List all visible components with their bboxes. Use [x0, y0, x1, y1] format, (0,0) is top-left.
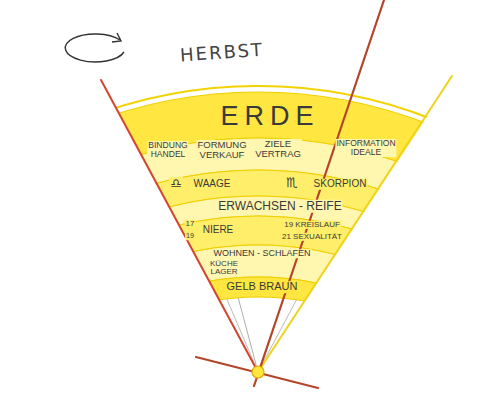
band-fill — [0, 196, 492, 414]
band-text: ♏ — [285, 176, 299, 190]
apex-dot — [252, 366, 264, 378]
season-title: HERBST — [177, 38, 266, 65]
band-text: 19 — [185, 232, 195, 240]
band-text: ♎ — [169, 177, 183, 191]
guide-line — [226, 297, 258, 372]
band-fill — [0, 92, 492, 414]
band-text: 19 KREISLAUF — [283, 221, 341, 229]
band-text: 21 SEXUALITÄT — [281, 233, 343, 241]
band-fill — [0, 216, 492, 414]
axis-line — [254, 0, 384, 386]
cross-line — [196, 357, 318, 388]
band-text: INFORMATION IDEALE — [335, 139, 396, 157]
band-text: WOHNEN - SCHLAFEN — [212, 249, 311, 258]
band-text: ERDE — [219, 102, 320, 130]
band-text: 17 — [185, 220, 196, 228]
sector-edge — [101, 80, 258, 372]
cycle-arrowhead — [112, 33, 121, 42]
band-text: GELB BRAUN — [226, 281, 299, 293]
band-text: NIERE — [202, 225, 235, 236]
band-text: ZIELE VERTRAG — [254, 139, 302, 159]
band-text: FORMUNG VERKAUF — [196, 140, 247, 160]
band-text: WAAGE — [193, 179, 232, 190]
band-fill — [0, 138, 492, 414]
band-fill — [0, 277, 492, 414]
band-text: KÜCHE LAGER — [209, 260, 239, 277]
outer-arc — [0, 86, 492, 414]
cycle-arrow — [65, 34, 124, 62]
band-fill — [0, 245, 492, 414]
band-fill — [0, 170, 492, 414]
band-text: BINDUNG HANDEL — [147, 141, 188, 159]
guide-line — [238, 297, 258, 372]
band-text: SKORPION — [313, 179, 368, 190]
sector-edge — [258, 76, 452, 372]
guide-line — [258, 297, 298, 372]
band-text: ERWACHSEN - REIFE — [217, 200, 342, 213]
